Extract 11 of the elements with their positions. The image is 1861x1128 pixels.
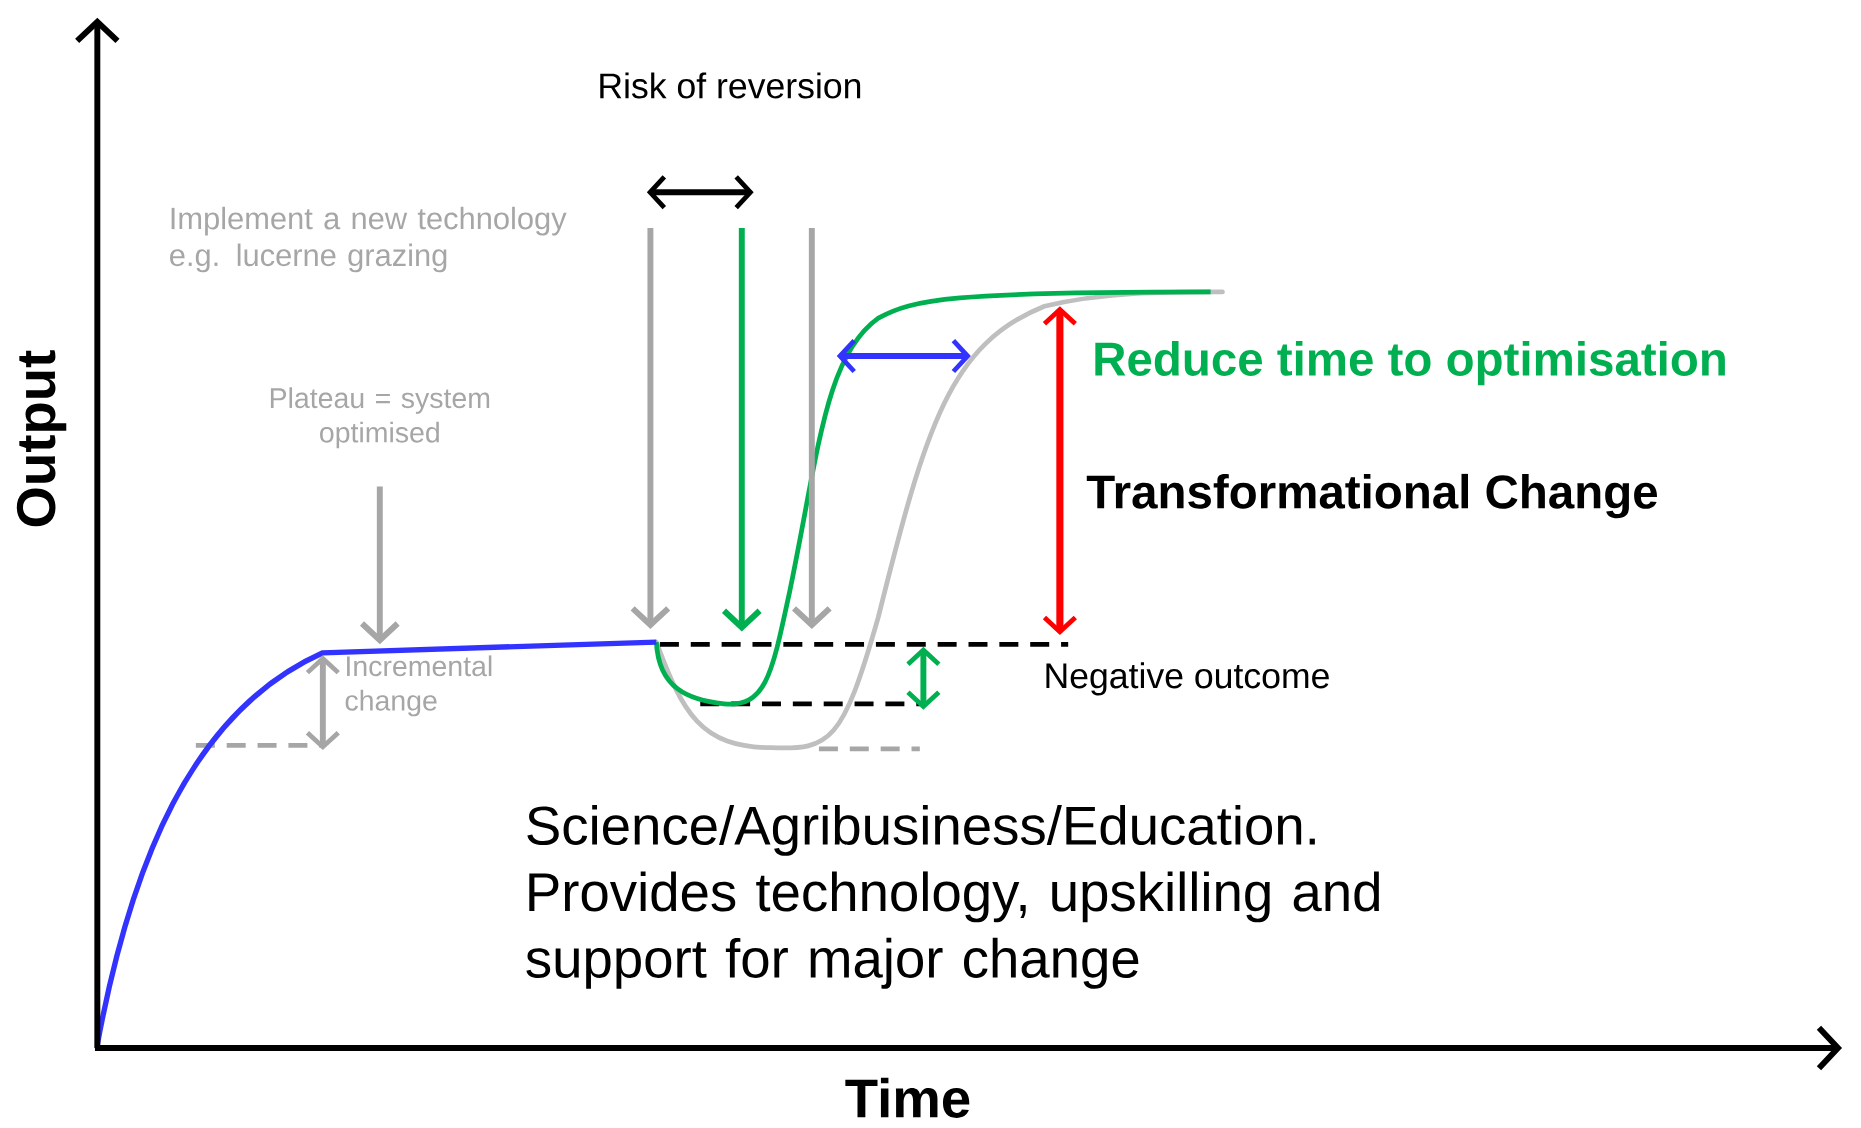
annotation-text: Reduce time to optimisation (1095, 341, 1725, 386)
annotation-text: Plateau = system optimised (270, 387, 490, 449)
arrow (359, 486, 400, 645)
annotation-text: Transformational Change (1086, 474, 1657, 519)
annotation-text: Incremental change (345, 655, 492, 717)
body-text: Science/Agribusiness/Education. Provides technology, upskilling and support for major change (526, 805, 1379, 989)
axis-label: Output (16, 350, 67, 527)
axis-label: Time (845, 1078, 970, 1119)
annotation-text: Negative outcome (1046, 662, 1329, 696)
annotation-text: Implement a new technology e.g. lucerne grazing (170, 207, 567, 273)
heading-text: Risk of reversion (600, 72, 861, 99)
